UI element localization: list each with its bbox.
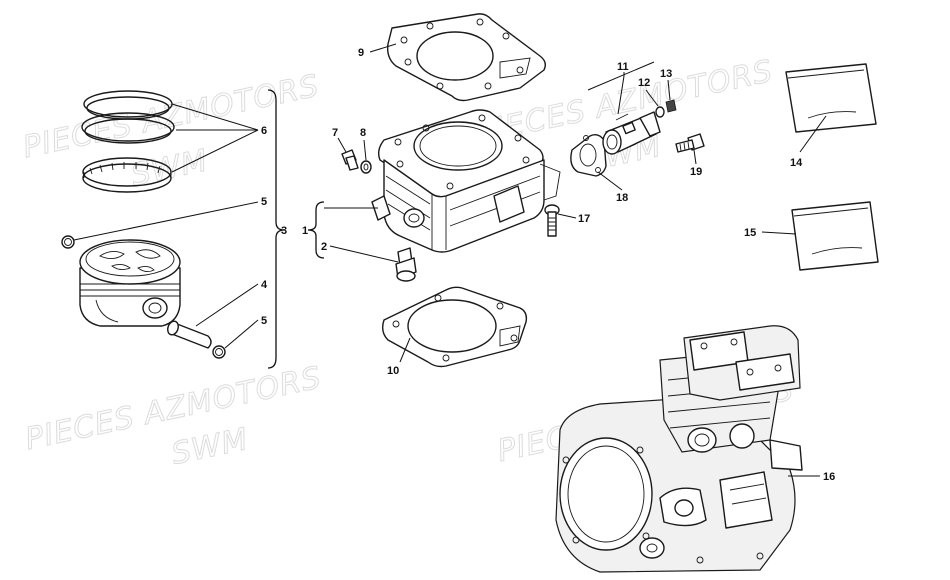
washer-8 <box>360 160 372 174</box>
callout-labels: 6 5 3 1 4 5 2 7 8 9 10 11 12 13 14 15 16… <box>261 47 835 483</box>
callout-2: 2 <box>321 241 327 253</box>
gasket-bag-15 <box>791 201 879 271</box>
callout-10: 10 <box>387 365 399 377</box>
gasket-bag-14 <box>785 63 877 133</box>
callout-1: 1 <box>302 225 308 237</box>
callout-15: 15 <box>744 227 756 239</box>
callout-18: 18 <box>616 192 628 204</box>
callout-17: 17 <box>578 213 590 225</box>
engine-assembly <box>555 325 803 573</box>
callout-3: 3 <box>281 225 287 237</box>
fitting-2 <box>395 247 417 282</box>
bolt-7 <box>341 149 359 171</box>
callout-16: 16 <box>823 471 835 483</box>
callout-6: 6 <box>261 125 267 137</box>
callout-12: 12 <box>638 77 650 89</box>
bolt-17 <box>544 204 560 237</box>
brace-assembly-1 <box>307 201 325 259</box>
bolt-19 <box>675 133 705 153</box>
callout-13: 13 <box>660 68 672 80</box>
chain-tensioner <box>602 111 661 155</box>
piston <box>79 239 181 327</box>
base-gasket <box>381 286 528 368</box>
circlip-lower <box>212 345 226 359</box>
callout-4: 4 <box>261 279 268 291</box>
callout-5: 5 <box>261 315 267 327</box>
leader-lines <box>73 43 827 477</box>
callout-7: 7 <box>332 127 338 139</box>
head-gasket <box>386 13 547 102</box>
callout-9: 9 <box>358 47 364 59</box>
cylinder <box>371 109 561 253</box>
callout-19: 19 <box>690 166 702 178</box>
callout-8: 8 <box>360 127 366 139</box>
callout-11: 11 <box>617 61 629 73</box>
callout-5: 5 <box>261 196 267 208</box>
circlip-upper <box>61 235 75 249</box>
watermark-text: SWM <box>169 422 252 472</box>
washer-12 <box>655 106 665 118</box>
piston-pin <box>167 320 212 349</box>
screw-13 <box>665 99 677 113</box>
brace-assembly-3 <box>267 89 285 369</box>
tensioner-gasket <box>570 133 607 177</box>
callout-14: 14 <box>790 157 803 169</box>
